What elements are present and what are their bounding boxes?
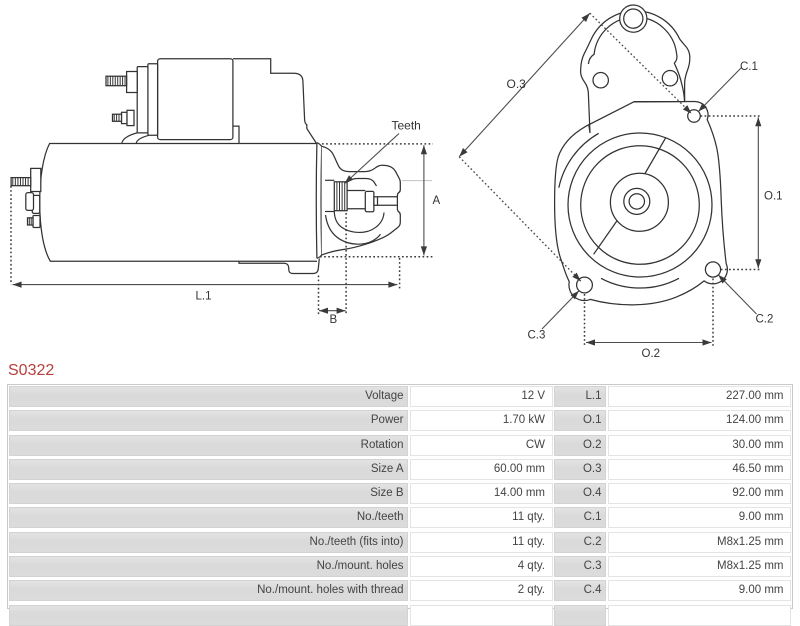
svg-text:C.3: C.3 <box>528 330 546 342</box>
svg-text:O.2: O.2 <box>642 348 661 360</box>
svg-text:A: A <box>433 195 441 207</box>
svg-text:O.3: O.3 <box>507 77 527 91</box>
svg-text:L.1: L.1 <box>196 291 212 303</box>
svg-text:B: B <box>330 314 338 326</box>
svg-text:C.1: C.1 <box>740 61 758 73</box>
svg-text:O.1: O.1 <box>764 191 783 203</box>
svg-text:C.2: C.2 <box>756 314 774 326</box>
svg-text:Teeth: Teeth <box>392 119 421 133</box>
